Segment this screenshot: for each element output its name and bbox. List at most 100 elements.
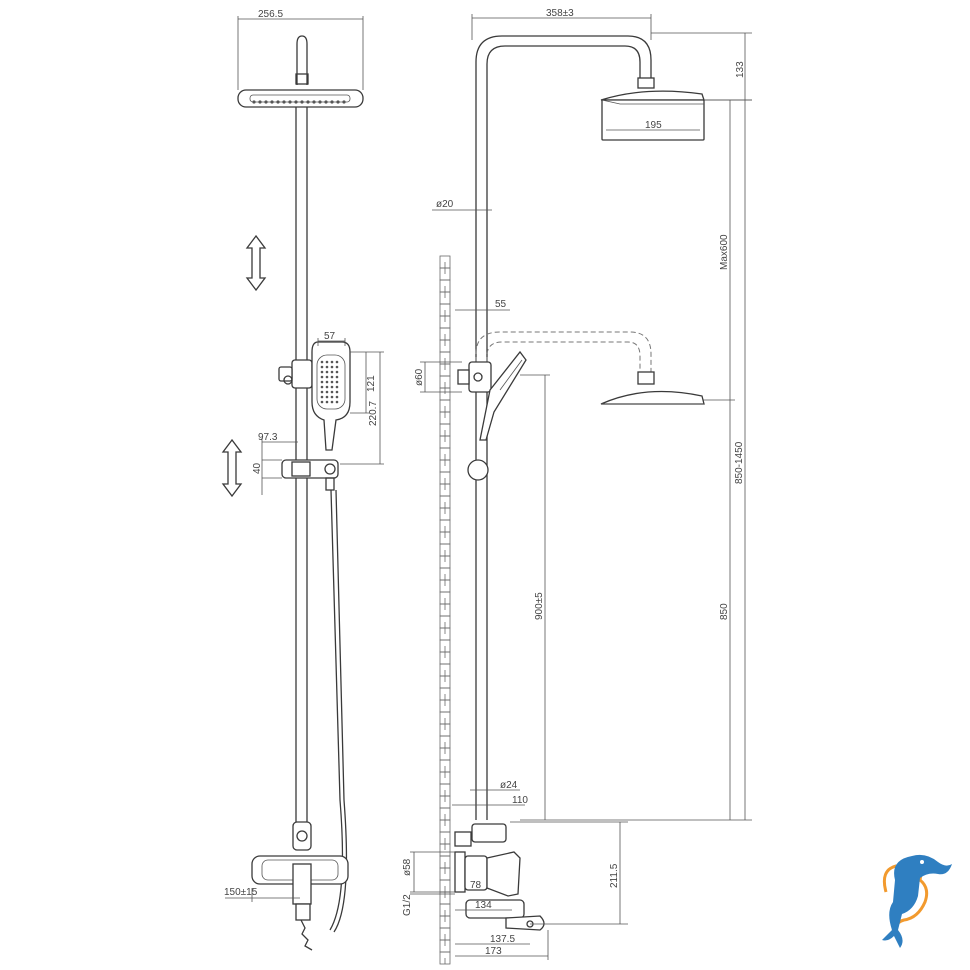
nozzle [324,100,328,104]
label-137-5: 137.5 [490,934,515,945]
nozzle [335,380,339,384]
nozzle [330,100,334,104]
nozzle [335,395,339,399]
label-900-5: 900±5 [534,592,545,620]
label-133: 133 [735,61,746,78]
nozzle [325,365,329,369]
nozzle [325,400,329,404]
dim-head-diameter: 195 [606,120,700,131]
label-850-1450: 850-1450 [734,441,745,484]
dim-rail-diameter: ø20 [432,199,492,211]
label-358-3: 358±3 [546,8,574,19]
nozzle [330,365,334,369]
nozzle [306,100,310,104]
label-173: 173 [485,946,502,957]
label-150-15: 150±15 [224,887,258,898]
dim-mixer-details: ø58 G1/2 78 134 [402,851,512,916]
front-shower-arm [296,35,308,85]
nozzle [282,100,286,104]
nozzle [336,100,340,104]
nozzle [276,100,280,104]
nozzle [320,390,324,394]
nozzle [288,100,292,104]
front-arm-nut [295,73,309,85]
dim-handshower: 57 121 220.7 [317,331,384,465]
dim-bottom: 137.5 173 [455,930,549,960]
label-110: 110 [512,795,528,806]
nozzle [270,100,274,104]
front-slider [281,459,339,491]
nozzle [330,390,334,394]
side-hand-shower [467,350,527,481]
dim-mixer-height: 211.5 [510,821,628,925]
nozzle [330,395,334,399]
nozzle [325,375,329,379]
side-rail-outer [475,35,652,820]
nozzle [320,370,324,374]
wall-tiles [439,255,451,965]
nozzle [320,380,324,384]
label-134: 134 [475,900,492,911]
adjust-arrow-bottom [221,438,243,498]
nozzle [335,365,339,369]
nozzle [294,100,298,104]
nozzle [300,100,304,104]
nozzle [335,370,339,374]
front-view: 256.5 [221,9,384,951]
label-850: 850 [719,603,730,620]
nozzle [325,370,329,374]
adjust-arrow-top [245,234,267,292]
nozzle [325,380,329,384]
nozzle [335,400,339,404]
nozzle [330,400,334,404]
nozzle [330,385,334,389]
nozzle [335,390,339,394]
label-55: 55 [495,299,507,310]
nozzle [325,385,329,389]
dim-head-offset: 133 [651,32,752,101]
label-211-5: 211.5 [609,863,620,888]
nozzle [312,100,316,104]
nozzle [320,375,324,379]
dolphin-logo [882,854,952,948]
nozzle [320,400,324,404]
label-d24: ø24 [500,780,518,791]
dim-slider-height: 900±5 [520,374,550,820]
nozzle [252,100,256,104]
nozzle [330,360,334,364]
label-97-3: 97.3 [258,432,278,443]
label-d60: ø60 [414,368,425,386]
label-g1-2: G1/2 [402,894,413,916]
label-121: 121 [366,375,377,392]
dim-arm-length: 358±3 [471,8,652,40]
side-rail-inner [486,45,641,820]
nozzle [325,360,329,364]
dim-center-distance: 150±15 [224,887,300,902]
nozzle [325,390,329,394]
front-upper-holder [278,359,313,389]
label-40: 40 [252,462,263,474]
dim-wall-offset: 55 [455,299,510,311]
nozzle [258,100,262,104]
dim-vertical-right: Max600 850-1450 850 [520,99,752,821]
label-d20: ø20 [436,199,454,210]
label-57: 57 [324,331,336,342]
label-d58: ø58 [402,858,413,876]
nozzle [320,385,324,389]
front-rain-head [237,89,364,108]
nozzle [330,375,334,379]
label-256-5: 256.5 [258,9,283,20]
nozzle [264,100,268,104]
label-78: 78 [470,880,482,891]
side-view: 358±3 133 195 ø20 [402,8,752,965]
front-mixer [251,855,349,951]
dim-pipe: ø24 110 [452,780,528,806]
side-upper-holder: ø60 [414,361,492,393]
nozzle [318,100,322,104]
nozzle [342,100,346,104]
nozzle [330,380,334,384]
nozzle [320,360,324,364]
nozzle [330,370,334,374]
dim-slider: 97.3 40 [252,432,298,495]
